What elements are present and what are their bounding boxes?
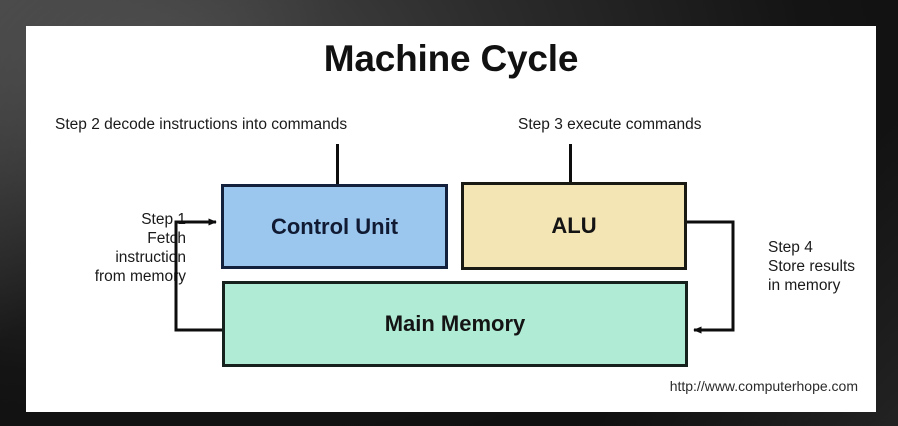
caption-step-1: Step 1 Fetch instruction from memory	[94, 211, 186, 285]
caption-step-4: Step 4 Store results in memory	[768, 239, 856, 294]
page-title: Machine Cycle	[323, 38, 579, 79]
block-main-memory-label: Main Memory	[384, 311, 526, 336]
block-control-unit[interactable]: Control Unit	[221, 184, 448, 269]
diagram-canvas: Machine Cycle Step 2 decode instructions…	[26, 26, 876, 412]
caption-step-3: Step 3 execute commands	[518, 116, 702, 133]
caption-step-2: Step 2 decode instructions into commands	[55, 116, 348, 133]
block-main-memory[interactable]: Main Memory	[222, 281, 688, 367]
block-alu-label: ALU	[551, 213, 597, 238]
leader-line-step-2-icon	[336, 144, 339, 186]
source-url-text: http://www.computerhope.com	[669, 378, 858, 394]
block-control-unit-label: Control Unit	[270, 213, 399, 239]
leader-line-step-3-icon	[569, 144, 572, 184]
block-alu[interactable]: ALU	[461, 182, 687, 270]
